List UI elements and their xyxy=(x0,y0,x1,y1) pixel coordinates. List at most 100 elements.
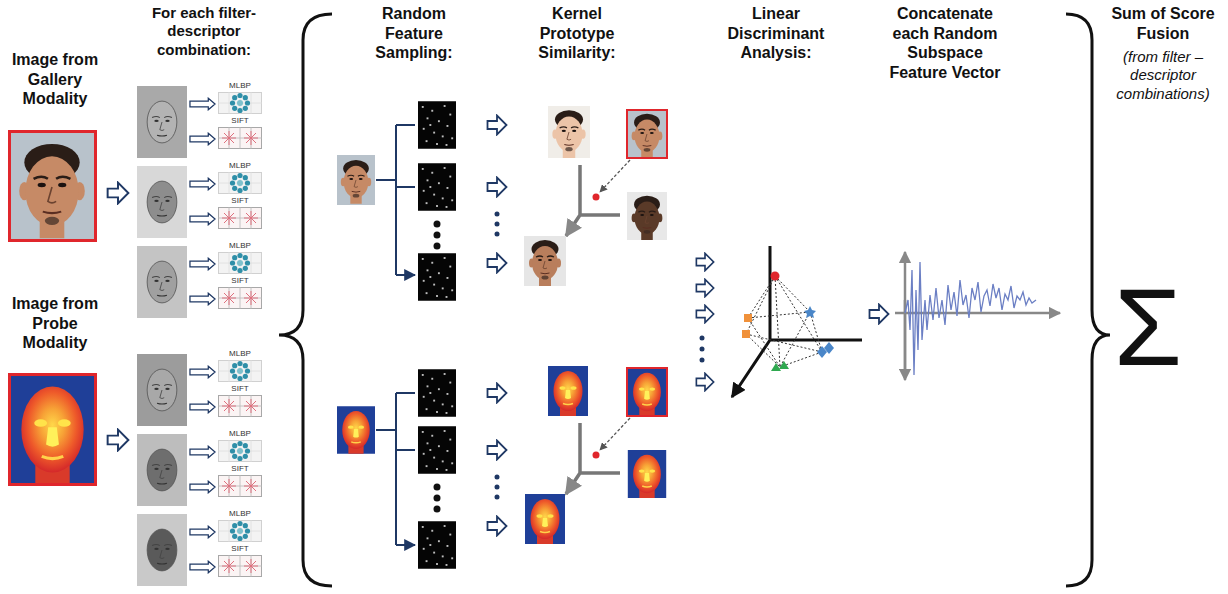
descriptor-label-text: SIFT xyxy=(218,117,262,126)
lda-plot xyxy=(732,246,862,397)
graphic-part xyxy=(190,133,215,145)
graphic-part xyxy=(147,369,177,411)
flow-arrow xyxy=(870,305,889,324)
graphic-part xyxy=(732,246,862,397)
graphic-part xyxy=(746,276,822,367)
graphic-part xyxy=(376,393,396,545)
graphic-part xyxy=(495,222,500,227)
graphic-part xyxy=(434,243,441,250)
panel-heading: Image from Probe Modality xyxy=(3,294,107,353)
column-note: (from filter – descriptor combinations) xyxy=(1103,48,1223,103)
descriptor-label-text: SIFT xyxy=(218,277,262,286)
graphic-part xyxy=(495,475,500,480)
graphic-part xyxy=(627,110,667,158)
descriptor-label-text: MLBP xyxy=(218,162,262,171)
descriptor-label: SIFT xyxy=(218,197,262,206)
graphic-part xyxy=(524,236,566,286)
graphic-part xyxy=(190,178,215,190)
graphic-part xyxy=(10,132,96,241)
graphic-part xyxy=(10,376,96,484)
graphic-part xyxy=(552,110,585,158)
descriptor-label-text: SIFT xyxy=(218,197,262,206)
column-heading-text: Concatenate each Random Subspace Feature… xyxy=(878,4,1012,82)
descriptor-label-text: MLBP xyxy=(218,350,262,359)
sum-symbol: Σ xyxy=(1114,272,1204,382)
graphic-part xyxy=(495,232,500,237)
graphic-part xyxy=(525,494,565,544)
graphic-part xyxy=(218,172,262,194)
graphic-part xyxy=(218,555,262,577)
graphic-part xyxy=(218,395,262,417)
left-brace xyxy=(279,14,332,586)
graphic-part xyxy=(190,481,215,493)
graphic-part xyxy=(418,253,456,301)
graphic-part xyxy=(696,373,713,390)
graphic-part xyxy=(696,253,713,270)
flow-arrow xyxy=(108,183,129,204)
graphic-part xyxy=(418,369,456,417)
flow-arrows xyxy=(488,116,507,536)
descriptor-label: MLBP xyxy=(218,350,262,359)
graphic-part xyxy=(190,293,215,305)
graphic-part xyxy=(895,312,1060,315)
graphic-part xyxy=(696,279,713,296)
graphic-part xyxy=(218,92,262,114)
descriptor-label-text: SIFT xyxy=(218,385,262,394)
graphic-part xyxy=(190,213,215,225)
graphic-part xyxy=(418,521,456,569)
graphic-part xyxy=(19,144,85,238)
graphic-part xyxy=(190,366,215,378)
sum-symbol-text: Σ xyxy=(1114,272,1204,382)
graphic-part xyxy=(337,406,375,454)
graphic-part xyxy=(742,330,750,338)
graphic-part xyxy=(488,517,507,536)
graphic-part xyxy=(771,363,781,371)
descriptor-label-text: MLBP xyxy=(218,510,262,519)
flow-arrow xyxy=(108,430,129,451)
descriptor-label: SIFT xyxy=(218,465,262,474)
descriptor-label: MLBP xyxy=(218,162,262,171)
graphic-part xyxy=(628,450,666,498)
graphic-part xyxy=(10,132,96,241)
column-heading-text: For each filter-descriptor combination: xyxy=(133,4,275,59)
descriptor-label-text: SIFT xyxy=(218,545,262,554)
kernel-plot xyxy=(524,106,667,286)
descriptor-label: SIFT xyxy=(218,117,262,126)
graphic-part xyxy=(744,314,752,322)
graphic-part xyxy=(488,254,507,273)
graphic-part xyxy=(218,252,262,274)
graphic-part xyxy=(137,86,187,158)
graphic-part xyxy=(418,163,456,211)
column-heading: Linear Discriminant Analysis: xyxy=(712,4,840,63)
graphic-part xyxy=(488,178,507,197)
column-heading: For each filter-descriptor combination: xyxy=(133,4,275,59)
graphic-part xyxy=(218,207,262,229)
graphic-part xyxy=(147,101,177,143)
graphic-part xyxy=(804,306,816,318)
descriptor-icons xyxy=(190,92,262,577)
graphic-part xyxy=(137,166,187,238)
graphic-part xyxy=(147,449,177,491)
column-heading-text: Sum of Score Fusion xyxy=(1103,4,1223,43)
random-sampling xyxy=(337,101,456,569)
graphic-part xyxy=(779,361,789,369)
graphic-part xyxy=(434,221,441,228)
column-note-text: (from filter – descriptor combinations) xyxy=(1103,48,1223,103)
descriptor-label-text: MLBP xyxy=(218,242,262,251)
graphic-part xyxy=(218,360,262,382)
graphic-part xyxy=(434,484,441,491)
gallery-photo xyxy=(10,132,96,241)
graphic-part xyxy=(600,160,630,192)
graphic-part xyxy=(488,116,507,135)
descriptor-label-text: MLBP xyxy=(218,82,262,91)
graphic-part xyxy=(548,366,588,416)
graphic-part xyxy=(418,101,456,149)
descriptor-label: SIFT xyxy=(218,545,262,554)
graphic-part xyxy=(632,196,663,240)
graphic-part xyxy=(434,495,441,502)
graphic-part xyxy=(190,258,215,270)
image-panel: Image from Gallery Modality xyxy=(3,50,107,109)
graphic-part xyxy=(218,520,262,542)
graphic-part xyxy=(905,262,1036,375)
